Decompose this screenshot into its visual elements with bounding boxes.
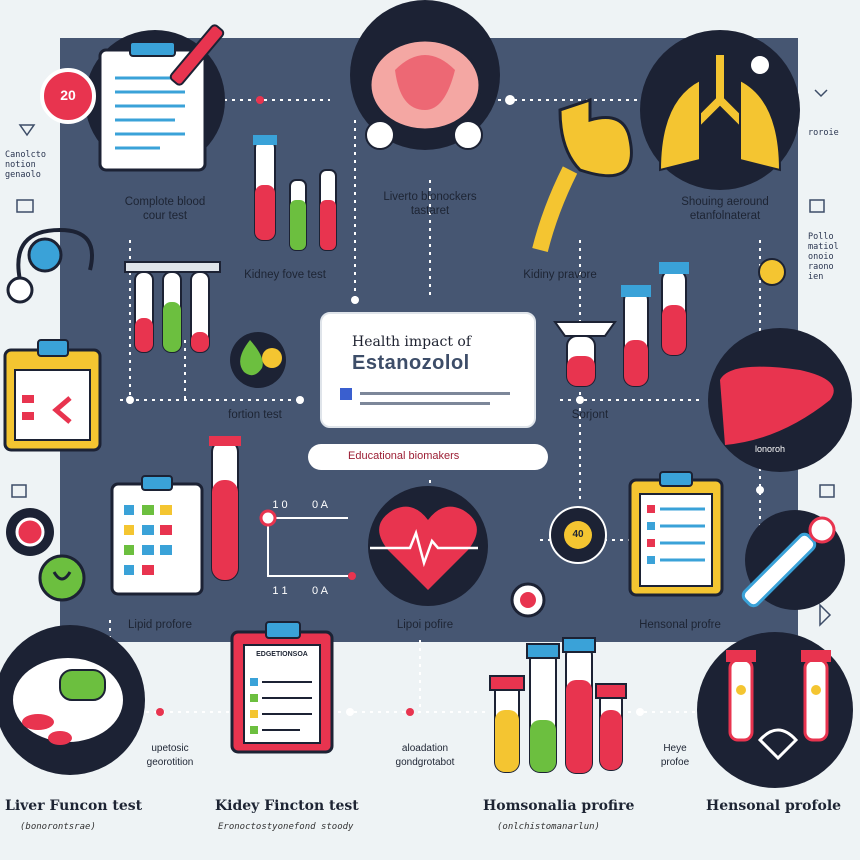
label-liver-organ-note: lonoroh <box>754 444 786 454</box>
clipboard-header: EDGETIONSOA <box>256 651 308 658</box>
bottom-sub-kidney: Eronoctostyonefond stoody <box>218 822 354 832</box>
bottom-label-kidney-function: Kidey Fincton test <box>215 798 359 814</box>
subtitle-pill: Educational biomakers <box>308 444 548 470</box>
test-tubes-right <box>553 258 786 387</box>
clipboard-bottom <box>230 621 334 754</box>
wheel-value: 40 <box>572 529 584 540</box>
label-liver-biomarkers: Liverto blonockers tastaret <box>383 191 477 217</box>
clipboard-right <box>628 471 724 597</box>
syringe-circle <box>741 510 845 610</box>
side-note-right-mid: Pollo matiol onoio raono ien <box>808 232 839 282</box>
caption-line <box>360 392 510 395</box>
wheel-circle <box>549 506 607 564</box>
page-title-line1: Health impact of <box>352 334 471 350</box>
chart-value-bottom-b: 0 A <box>312 585 328 597</box>
label-alondation: aloadation gondgrotabot <box>395 743 455 768</box>
label-showing-around: Shouing aeround etanfolnaterat <box>681 196 769 222</box>
test-tubes-bottom <box>489 637 627 774</box>
stethoscope-icon <box>6 227 94 304</box>
side-decorations <box>11 89 835 627</box>
label-sorjont: Sorjont <box>571 409 609 421</box>
bottom-sub-hormonal: (onlchistomanarlun) <box>497 822 600 832</box>
badge-number: 20 <box>60 87 76 103</box>
bottom-label-liver-function: Liver Funcon test <box>5 798 143 814</box>
label-lipetosic: upetosic georotition <box>146 743 194 768</box>
clipboard-circle-top-left <box>85 24 225 172</box>
side-note-left: Canolcto notion genaolo <box>5 150 46 180</box>
side-note-right-top: roroie <box>808 128 839 138</box>
stomach-illustration <box>532 97 633 252</box>
clipboard-checklist-left <box>110 475 204 596</box>
bottom-label-hensonal-profole: Hensonal profole <box>706 798 842 814</box>
label-hensonal-profre: Hensonal profre <box>639 619 721 631</box>
lungs-circle <box>640 30 800 190</box>
chart-value-top-b: 0 A <box>312 499 328 511</box>
blue-square-icon <box>340 388 352 400</box>
label-lipid-profore: Lipid profore <box>128 619 192 631</box>
bracket-chart <box>267 517 348 577</box>
organ-circle-top <box>350 0 500 150</box>
bottom-label-hormonal-profile: Homsonalia profire <box>483 798 635 814</box>
test-tubes-top <box>253 135 337 251</box>
liver-circle <box>708 328 852 472</box>
cell-circle <box>0 625 145 775</box>
chart-value-bottom-a: 1 1 <box>272 585 288 597</box>
page-title-line2: Estanozolol <box>352 352 470 374</box>
clipboard-left <box>3 339 102 452</box>
left-small-circles <box>6 508 86 602</box>
bottom-sub-liver: (bonorontsrae) <box>20 822 96 832</box>
label-hieye-profoe: Heye profoe <box>660 743 690 768</box>
tubes-circle-bottom-right <box>697 632 853 788</box>
label-complete-blood: Complote blood cour test <box>124 196 206 222</box>
label-fortion-test: fortion test <box>228 409 282 421</box>
label-kidney-fove: Kidney fove test <box>244 269 326 281</box>
test-tubes-left <box>124 261 221 353</box>
label-lipoi-pofire: Lipoi pofire <box>396 619 454 631</box>
number-badge <box>40 68 96 124</box>
center-title-card: Health impact of Estanozolol <box>320 312 536 428</box>
caption-line <box>360 402 490 405</box>
heart-circle <box>368 486 488 606</box>
chart-value-top-a: 1 0 <box>272 499 288 511</box>
subtitle-text: Educational biomakers <box>348 450 460 462</box>
label-kidny-pravore: Kidiny pravore <box>523 269 597 281</box>
droplet-icon <box>230 332 286 388</box>
tube-center-left <box>209 436 241 581</box>
